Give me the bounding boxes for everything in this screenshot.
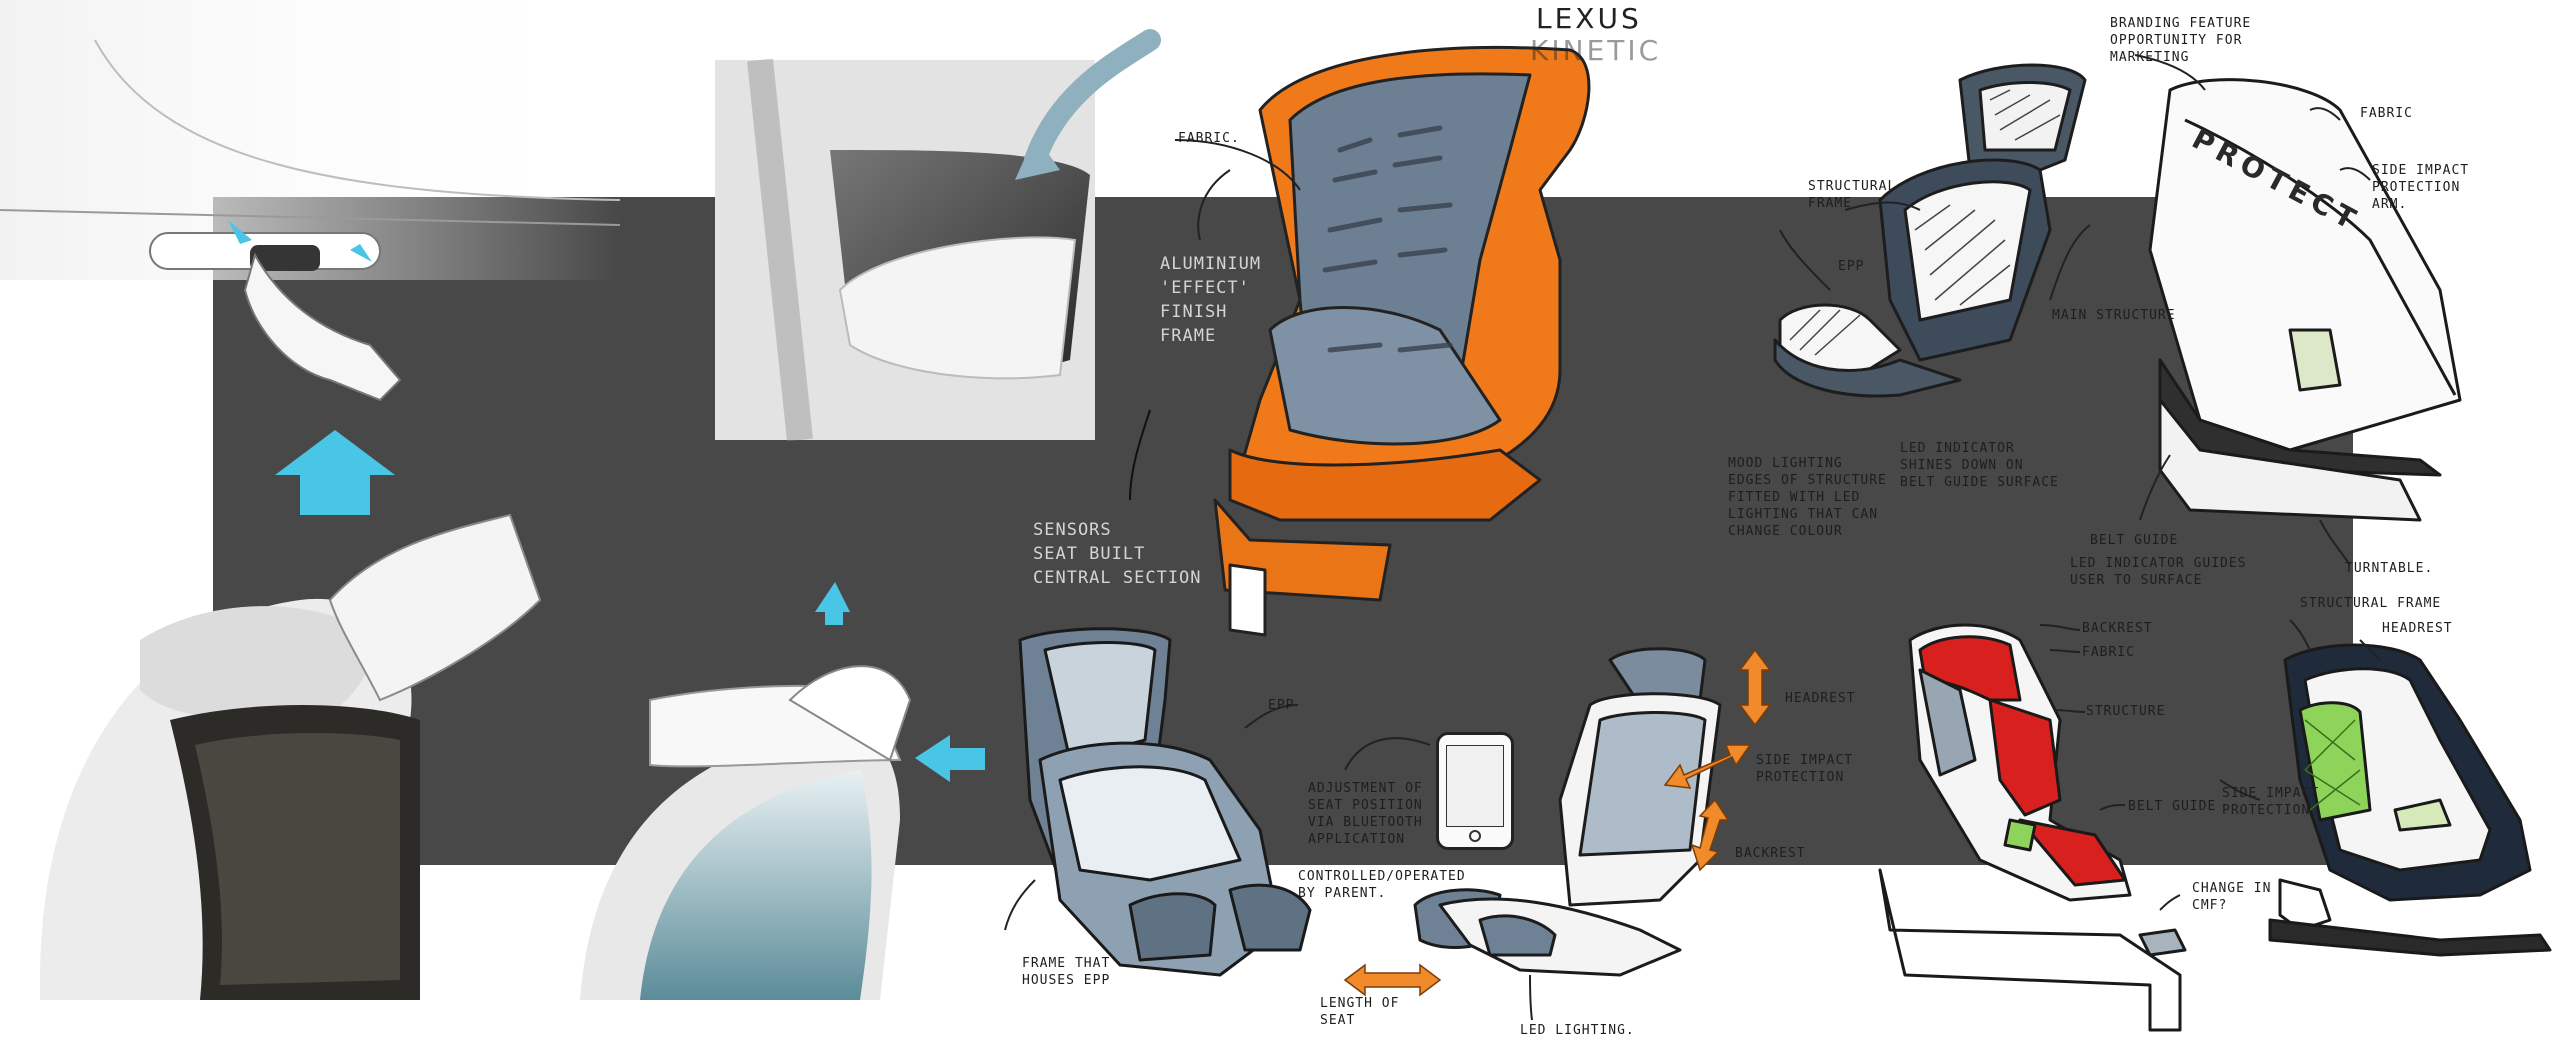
label-structural-frame: STRUCTURAL FRAME [1808, 179, 1897, 211]
label-main-structure: MAIN STRUCTURE [2052, 308, 2176, 323]
label-belt-guide-red: BELT GUIDE [2128, 799, 2217, 814]
label-sensors: SENSORS SEAT BUILT CENTRAL SECTION [1033, 520, 1202, 588]
label-headrest-green: HEADREST [2382, 621, 2453, 636]
blue-seat-hatching [1789, 89, 2061, 356]
protect-seat-sketch [2148, 78, 2462, 522]
red-seat-sketch [1878, 623, 2187, 1032]
label-fabric-red: FABRIC [2082, 645, 2135, 660]
label-epp: EPP [1838, 259, 1865, 274]
sensor-leader [1129, 409, 1151, 501]
blue-seat-top-sketch [1773, 63, 2087, 398]
phone-screen [1446, 745, 1504, 827]
label-branding-feature: BRANDING FEATURE OPPORTUNITY FOR MARKETI… [2110, 16, 2252, 65]
label-fabric: FABRIC. [1178, 131, 1240, 146]
cyan-press-arrows [228, 220, 372, 262]
label-seat-adjustment: ADJUSTMENT OF SEAT POSITION VIA BLUETOOT… [1308, 781, 1423, 847]
headrest-grab-render [40, 513, 542, 1000]
brand-kinetic: KINETIC [1530, 34, 1662, 67]
fabric-leader [1174, 139, 1301, 191]
phone-home-button [1469, 830, 1481, 842]
label-headrest-adjust: HEADREST [1785, 691, 1856, 706]
label-epp-small: EPP [1268, 698, 1295, 713]
green-seat-sketch [2268, 643, 2552, 957]
label-fabric-protect: FABRIC [2360, 106, 2413, 121]
double-arrow-icon [1663, 744, 1752, 789]
label-backrest-adjust: BACKREST [1735, 846, 1806, 861]
grey-seat-bottom-sketch [1018, 627, 1312, 977]
label-turntable: TURNTABLE. [2345, 561, 2434, 576]
seat-release-render [715, 29, 1161, 442]
orange-seat-sketch [1213, 46, 1591, 637]
green-seat-pattern [2304, 719, 2361, 811]
label-led-indicator: LED INDICATOR SHINES DOWN ON BELT GUIDE … [1900, 441, 2059, 490]
double-arrow-icon [1343, 963, 1442, 997]
label-structural-frame-green: STRUCTURAL FRAME [2300, 596, 2442, 611]
door-handle-render [0, 0, 621, 402]
adjustable-seat-sketch [1413, 647, 1722, 977]
label-aluminium-frame: ALUMINIUM 'EFFECT' FINISH FRAME [1160, 254, 1262, 346]
brand-lexus: LEXUS [1536, 2, 1642, 35]
aluminium-leader [1197, 169, 1231, 241]
label-side-impact-adjust: SIDE IMPACT PROTECTION [1756, 753, 1854, 785]
arrow-up-icon [815, 582, 850, 625]
label-backrest-red: BACKREST [2082, 621, 2153, 636]
label-belt-guide: BELT GUIDE [2090, 533, 2179, 548]
label-change-cmf: CHANGE IN CMF? [2192, 881, 2272, 913]
label-mood-lighting: MOOD LIGHTING EDGES OF STRUCTURE FITTED … [1728, 456, 1887, 539]
label-side-impact-arm: SIDE IMPACT PROTECTION ARM. [2372, 163, 2470, 212]
label-led-lighting: LED LIGHTING. [1520, 1023, 1635, 1038]
base-grab-render [580, 665, 912, 1000]
label-structure-red: STRUCTURE [2086, 704, 2166, 719]
label-led-guide: LED INDICATOR GUIDES USER TO SURFACE [2070, 556, 2247, 588]
double-arrow-icon [1738, 648, 1772, 727]
phone-icon [1436, 732, 1514, 850]
arrow-left-icon [915, 735, 985, 782]
arrow-up-icon [275, 430, 395, 515]
label-controlled-parent: CONTROLLED/OPERATED BY PARENT. [1298, 869, 1466, 901]
double-arrow-icon [1690, 798, 1730, 872]
label-length-of-seat: LENGTH OF SEAT [1320, 996, 1400, 1028]
label-frame-houses-epp: FRAME THAT HOUSES EPP [1022, 956, 1111, 988]
orange-seat-ribs [1322, 125, 1453, 353]
label-side-impact-green: SIDE IMPACT PROTECTION [2222, 786, 2320, 818]
